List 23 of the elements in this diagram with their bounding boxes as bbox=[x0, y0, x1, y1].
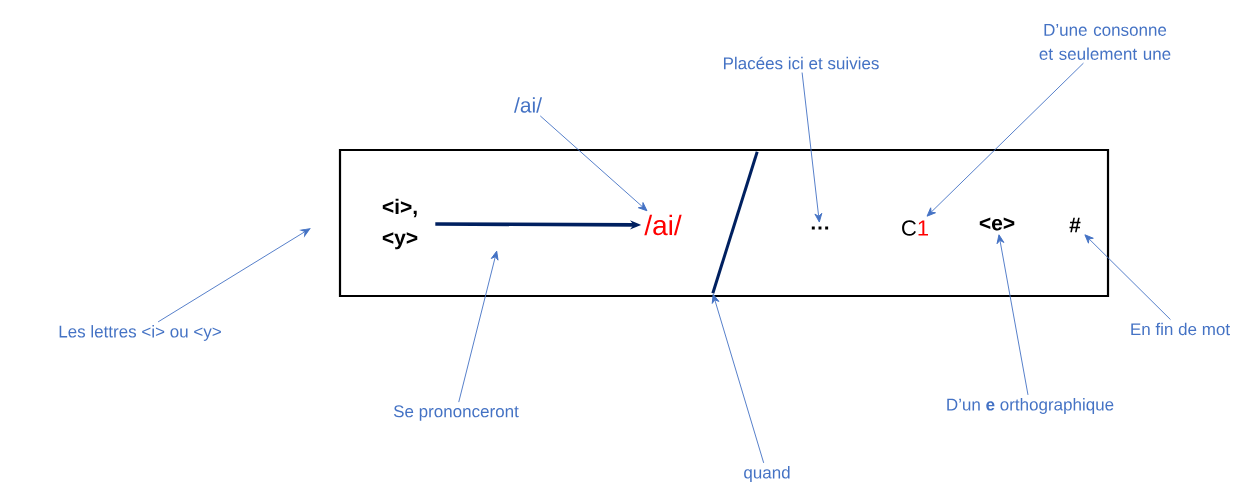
consonant-symbol: C1 bbox=[902, 220, 928, 236]
annotation-text: En fin de mot bbox=[1131, 322, 1230, 336]
annotation-text: quand bbox=[744, 466, 790, 482]
phoneme-text: /ai/ bbox=[644, 214, 682, 236]
leader-line bbox=[996, 234, 1029, 396]
leader-line bbox=[539, 115, 648, 212]
annotation-text: Placées ici et suivies bbox=[724, 56, 879, 70]
annotation-text: D’un e orthographique bbox=[947, 398, 1114, 414]
letter-text: <e> bbox=[979, 217, 1015, 231]
letter-list: <i>, <y> bbox=[382, 198, 418, 250]
annotation-text: D’une consonne et seulement une bbox=[1039, 24, 1171, 60]
leader-line bbox=[157, 228, 311, 323]
annotation-text: Les lettres <i> ou <y> bbox=[59, 325, 221, 341]
annotation-text: Se prononceront bbox=[393, 405, 519, 421]
leader-line bbox=[1084, 234, 1171, 320]
ellipsis-text: … bbox=[811, 226, 829, 230]
leader-line bbox=[926, 62, 1084, 217]
annotation-text: /ai/ bbox=[514, 97, 542, 113]
word-boundary-symbol: # bbox=[1069, 217, 1081, 233]
slash-line bbox=[711, 151, 759, 294]
leader-line bbox=[711, 293, 765, 464]
leader-line bbox=[801, 72, 823, 223]
leader-line bbox=[458, 250, 499, 403]
